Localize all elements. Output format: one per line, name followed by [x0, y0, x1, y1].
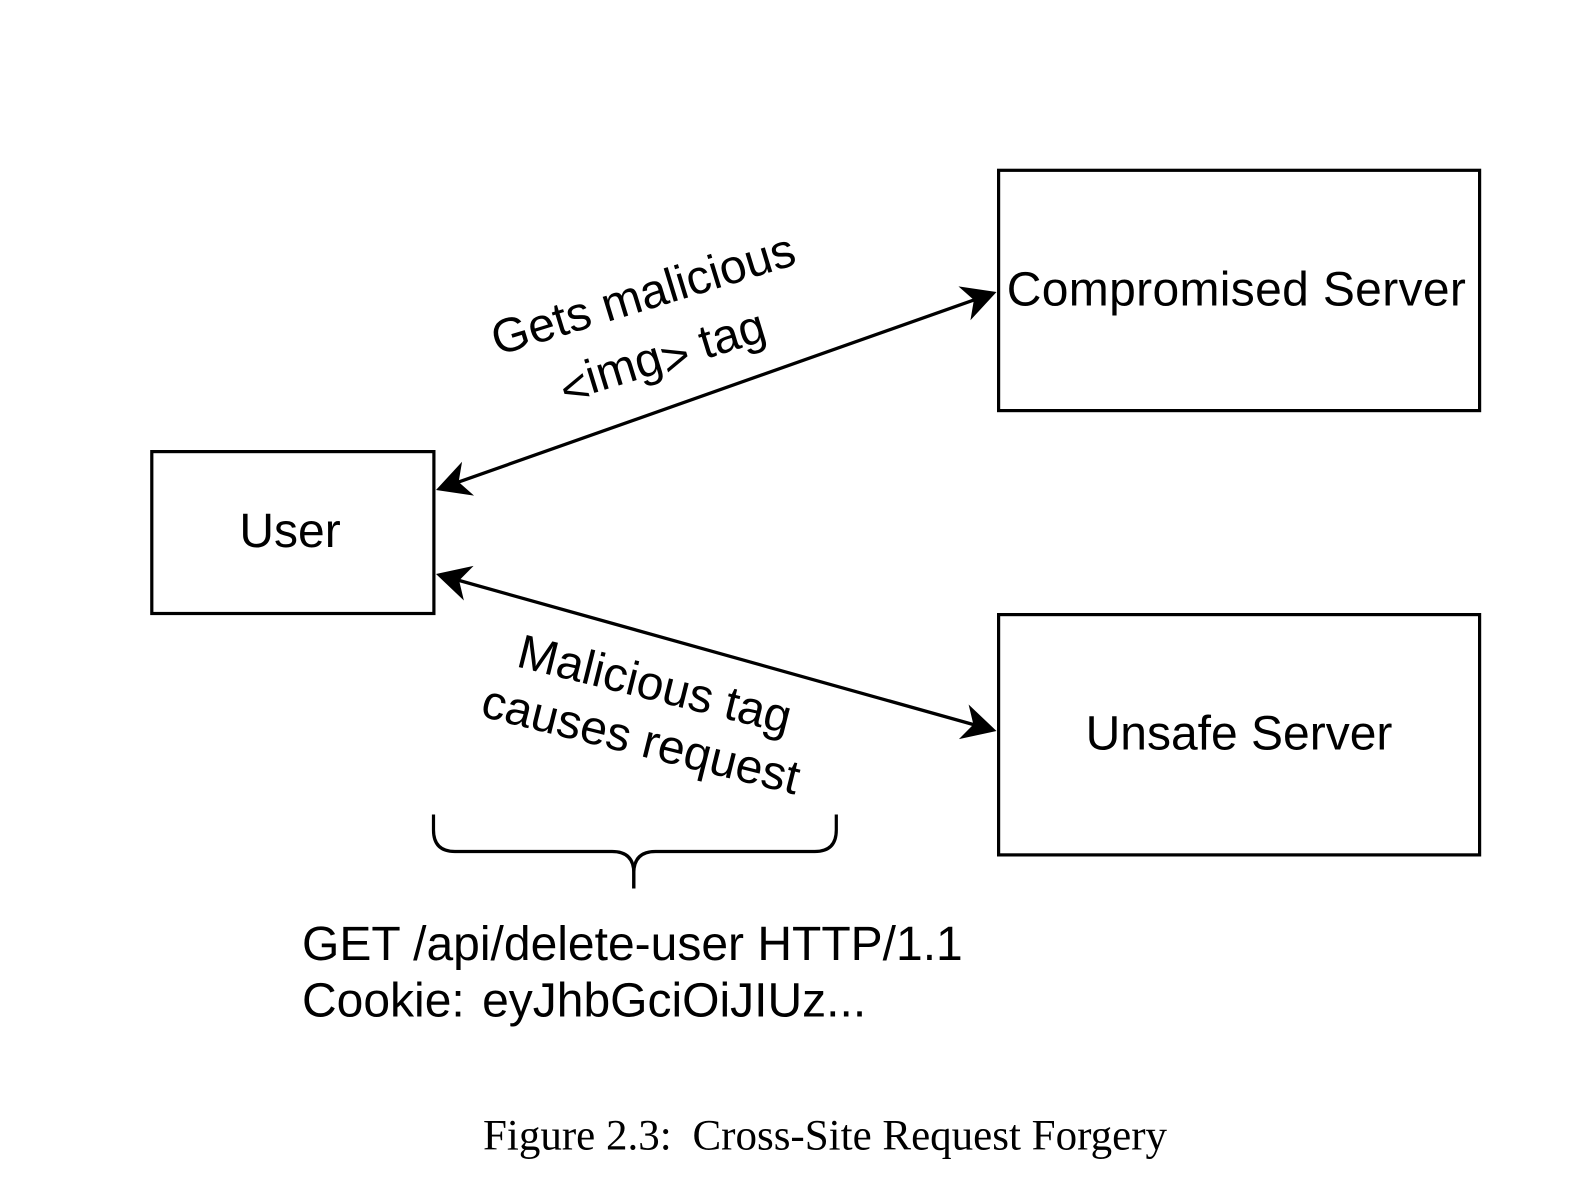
- svg-text:Figure 2.3: Cross-Site Request: Figure 2.3: Cross-Site Request Forgery: [483, 1113, 1168, 1160]
- svg-text:GET /api/delete-user HTTP/1.1: GET /api/delete-user HTTP/1.1: [302, 918, 963, 971]
- svg-text:Cookie: eyJhbGciOiJIUz...: Cookie: eyJhbGciOiJIUz...: [302, 975, 866, 1028]
- svg-text:Unsafe Server: Unsafe Server: [1086, 708, 1393, 761]
- svg-text:User: User: [239, 505, 340, 558]
- svg-text:<img> tag: <img> tag: [552, 300, 773, 418]
- svg-text:Compromised Server: Compromised Server: [1007, 264, 1466, 317]
